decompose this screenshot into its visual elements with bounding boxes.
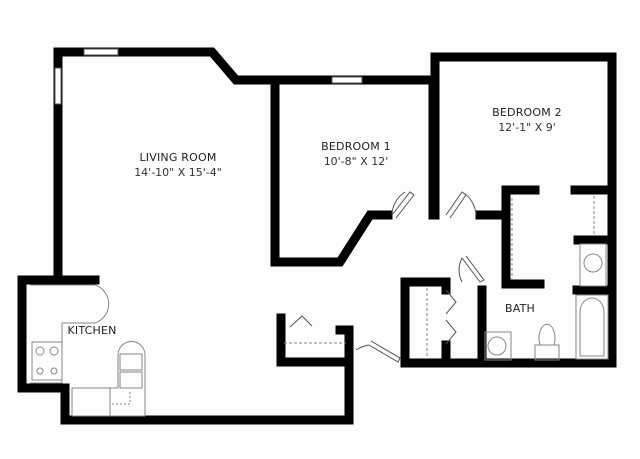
linen-bifold: [445, 289, 457, 345]
room-kitchen: KITCHEN: [67, 324, 116, 339]
sink: [119, 353, 143, 371]
doors: [289, 191, 485, 363]
closet-wall: [276, 313, 354, 367]
walls: [17, 47, 617, 425]
room-dimensions: 10'-8" X 12': [323, 154, 389, 168]
room-living: LIVING ROOM 14'-10" X 15'-4": [134, 151, 222, 181]
room-name: KITCHEN: [67, 324, 117, 337]
closet-bifold: [289, 315, 313, 328]
washer-dryer: [579, 243, 607, 287]
bath-sink: [484, 331, 512, 361]
door-bedroom1: [391, 191, 415, 219]
room-name: LIVING ROOM: [139, 151, 217, 164]
stove: [31, 341, 63, 381]
window: [331, 76, 363, 84]
door-entry: [355, 340, 401, 363]
kitchen-counter: [30, 284, 110, 384]
window: [83, 48, 119, 56]
door-bedroom2: [445, 191, 477, 219]
room-name: BEDROOM 1: [321, 140, 391, 153]
door-bath: [458, 255, 485, 283]
toilet: [534, 323, 560, 361]
room-bedroom2: BEDROOM 2 12'-1" X 9': [492, 106, 562, 136]
window: [54, 67, 62, 105]
sink: [119, 371, 143, 389]
windows: [54, 48, 363, 105]
room-bath: BATH: [505, 302, 535, 317]
fixtures: [30, 196, 609, 417]
living-room-outer-wall: [53, 47, 440, 285]
bedroom2-outer-wall: [400, 52, 617, 368]
room-dimensions: 12'-1" X 9': [498, 120, 556, 134]
bathtub: [575, 294, 609, 360]
kitchen-outer-wall: [17, 275, 354, 425]
room-name: BEDROOM 2: [492, 106, 562, 119]
bedroom1-wall: [270, 80, 393, 267]
room-name: BATH: [504, 302, 536, 315]
room-dimensions: 14'-10" X 15'-4": [134, 165, 222, 179]
kitchen-sink-counter: [71, 341, 146, 417]
room-bedroom1: BEDROOM 1 10'-8" X 12': [321, 140, 391, 170]
